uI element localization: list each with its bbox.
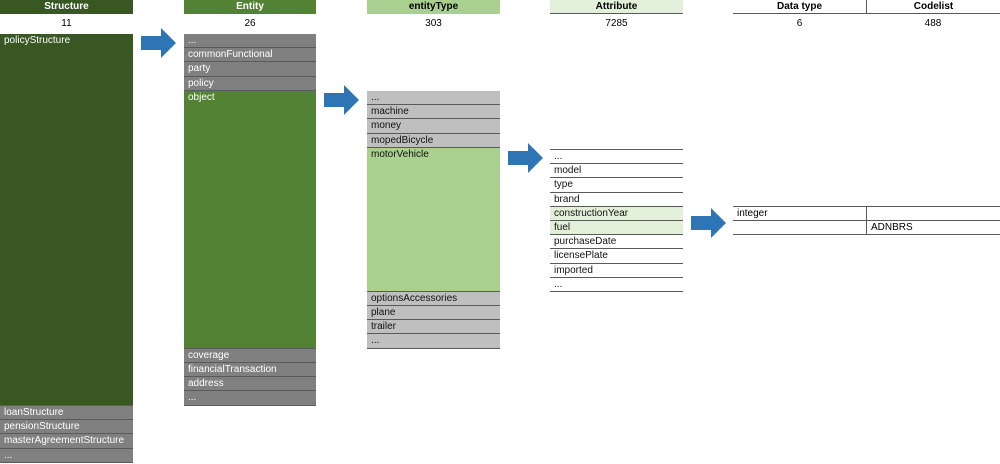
- structure-header: Structure: [0, 0, 133, 14]
- entitytype-column: ... machine money mopedBicycle motorVehi…: [367, 91, 500, 349]
- structure-count: 11: [61, 18, 72, 29]
- entitytype-header: entityType: [367, 0, 500, 14]
- entity-header: Entity: [184, 0, 316, 14]
- entitytype-item[interactable]: ...: [367, 334, 500, 349]
- attribute-item[interactable]: brand: [550, 192, 683, 207]
- entity-item-object[interactable]: object: [184, 90, 316, 349]
- entitytype-item[interactable]: plane: [367, 305, 500, 321]
- attribute-count: 7285: [605, 18, 628, 29]
- entity-item[interactable]: address: [184, 377, 316, 392]
- datatype-table: integer ADNBRS: [733, 206, 1000, 235]
- structure-column: policyStructure loanStructure pensionStr…: [0, 34, 133, 463]
- entity-item[interactable]: commonFunctional: [184, 48, 316, 63]
- entitytype-count: 303: [425, 18, 442, 29]
- structure-item[interactable]: masterAgreementStructure: [0, 434, 133, 449]
- entity-item[interactable]: policy: [184, 76, 316, 91]
- entity-column: ... commonFunctional party policy object…: [184, 34, 316, 406]
- structure-item[interactable]: pensionStructure: [0, 420, 133, 435]
- entity-item[interactable]: coverage: [184, 348, 316, 363]
- entity-item[interactable]: party: [184, 62, 316, 77]
- codelist-value-empty[interactable]: [867, 207, 1000, 221]
- structure-item[interactable]: loanStructure: [0, 406, 133, 421]
- attribute-item-fuel[interactable]: fuel: [550, 220, 683, 236]
- attribute-item[interactable]: type: [550, 178, 683, 193]
- entitytype-item[interactable]: optionsAccessories: [367, 291, 500, 306]
- entitytype-item[interactable]: machine: [367, 105, 500, 120]
- entitytype-item-motorvehicle[interactable]: motorVehicle: [367, 147, 500, 292]
- entitytype-item[interactable]: mopedBicycle: [367, 133, 500, 148]
- attribute-item[interactable]: model: [550, 164, 683, 179]
- entitytype-item[interactable]: money: [367, 119, 500, 134]
- entity-item[interactable]: ...: [184, 34, 316, 49]
- datatype-value-empty[interactable]: [733, 221, 866, 235]
- codelist-header: Codelist: [866, 0, 1000, 14]
- attribute-item[interactable]: ...: [550, 277, 683, 292]
- right-arrow-icon: [508, 143, 543, 173]
- codelist-count: 488: [924, 18, 942, 29]
- attribute-item[interactable]: ...: [550, 150, 683, 165]
- datatype-value-integer[interactable]: integer: [737, 208, 768, 219]
- structure-item[interactable]: ...: [0, 448, 133, 463]
- datatype-header: Data type: [733, 0, 866, 14]
- right-arrow-icon: [324, 85, 359, 115]
- entity-item[interactable]: financialTransaction: [184, 362, 316, 378]
- attribute-item[interactable]: licensePlate: [550, 249, 683, 264]
- entity-count: 26: [244, 18, 256, 29]
- attribute-item[interactable]: purchaseDate: [550, 235, 683, 250]
- right-arrow-icon: [141, 28, 176, 58]
- entity-item[interactable]: ...: [184, 391, 316, 406]
- codelist-value-adnbrs[interactable]: ADNBRS: [871, 222, 913, 233]
- datatype-count: 6: [796, 18, 803, 29]
- right-arrow-icon: [691, 208, 726, 238]
- entitytype-item[interactable]: trailer: [367, 320, 500, 335]
- attribute-header: Attribute: [550, 0, 683, 14]
- attribute-column: ... model type brand constructionYear fu…: [550, 149, 683, 292]
- attribute-item-constructionyear[interactable]: constructionYear: [550, 206, 683, 221]
- entitytype-item[interactable]: ...: [367, 91, 500, 106]
- attribute-item[interactable]: imported: [550, 263, 683, 278]
- structure-item-policystructure[interactable]: policyStructure: [0, 34, 133, 406]
